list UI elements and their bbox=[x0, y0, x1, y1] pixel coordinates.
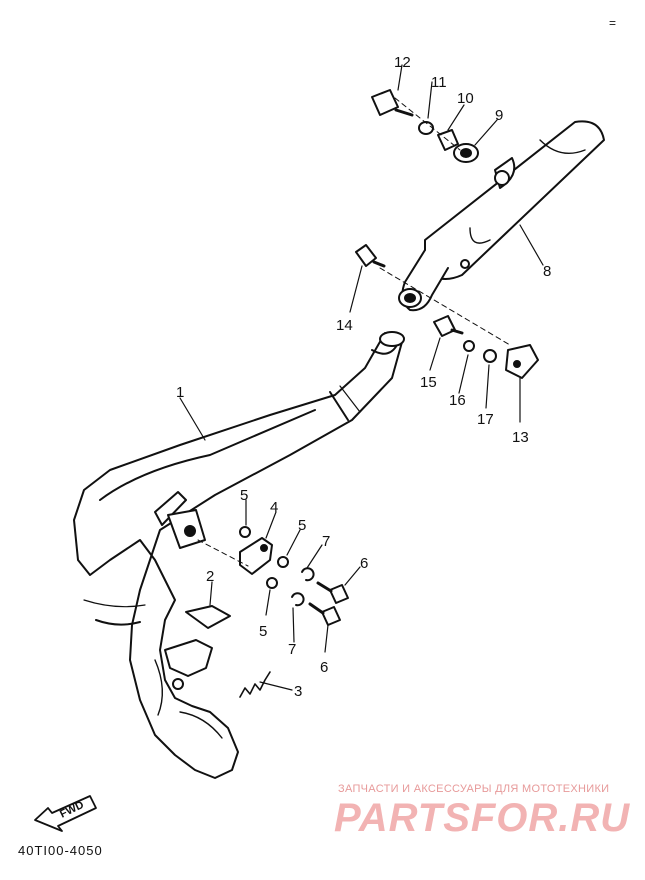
part-label: 4 bbox=[270, 499, 278, 516]
bolt-15 bbox=[433, 315, 464, 337]
part-label: 10 bbox=[457, 90, 474, 107]
part-label: 5 bbox=[259, 623, 267, 640]
part-label: 7 bbox=[288, 641, 296, 658]
silencer bbox=[398, 120, 605, 312]
bolt-6a bbox=[316, 581, 349, 604]
bolt-6b bbox=[308, 602, 341, 626]
spring-3 bbox=[239, 671, 271, 698]
part-label: 6 bbox=[320, 659, 328, 676]
corner-mark: = bbox=[609, 16, 617, 30]
gasket-2 bbox=[185, 605, 231, 629]
washer-5c bbox=[266, 577, 278, 589]
washer-11 bbox=[418, 121, 434, 135]
alignment-lines bbox=[197, 97, 511, 567]
part-number-labels: 1 2 3 4 5 5 5 6 6 7 7 8 9 10 11 12 13 14… bbox=[176, 54, 551, 700]
diagram-code: 40TI00-4050 bbox=[18, 843, 103, 858]
part-label: 6 bbox=[360, 555, 368, 572]
part-label: 2 bbox=[206, 568, 214, 585]
part-label: 13 bbox=[512, 429, 529, 446]
part-label: 5 bbox=[240, 487, 248, 504]
nut-17 bbox=[483, 349, 497, 363]
part-label: 17 bbox=[477, 411, 494, 428]
part-label: 14 bbox=[336, 317, 353, 334]
bolt-14 bbox=[355, 244, 386, 268]
bolt-12 bbox=[371, 89, 414, 117]
part-label: 11 bbox=[431, 74, 447, 91]
bracket-13 bbox=[505, 344, 539, 379]
leader-lines bbox=[179, 64, 544, 691]
part-label: 9 bbox=[495, 107, 503, 124]
part-label: 7 bbox=[322, 533, 330, 550]
watermark-tagline: ЗАПЧАСТИ И АКСЕССУАРЫ ДЛЯ МОТОТЕХНИКИ bbox=[338, 783, 610, 795]
lock-washer-7b bbox=[291, 592, 305, 607]
washer-5b bbox=[277, 556, 289, 568]
part-label: 12 bbox=[394, 54, 411, 71]
washer-5a bbox=[239, 526, 251, 538]
part-label: 5 bbox=[298, 517, 306, 534]
part-label: 16 bbox=[449, 392, 466, 409]
part-label: 8 bbox=[543, 263, 551, 280]
forward-direction-arrow: FWD bbox=[34, 795, 97, 832]
bracket-4 bbox=[239, 537, 273, 575]
expansion-chamber-pipe bbox=[73, 331, 405, 779]
part-label: 15 bbox=[420, 374, 437, 391]
watermark-brand: PARTSFOR.RU bbox=[334, 796, 631, 840]
part-label: 1 bbox=[176, 384, 184, 401]
grommet-9 bbox=[453, 143, 479, 163]
lock-washer-7a bbox=[301, 567, 315, 582]
part-label: 3 bbox=[294, 683, 302, 700]
washer-16 bbox=[463, 340, 475, 352]
